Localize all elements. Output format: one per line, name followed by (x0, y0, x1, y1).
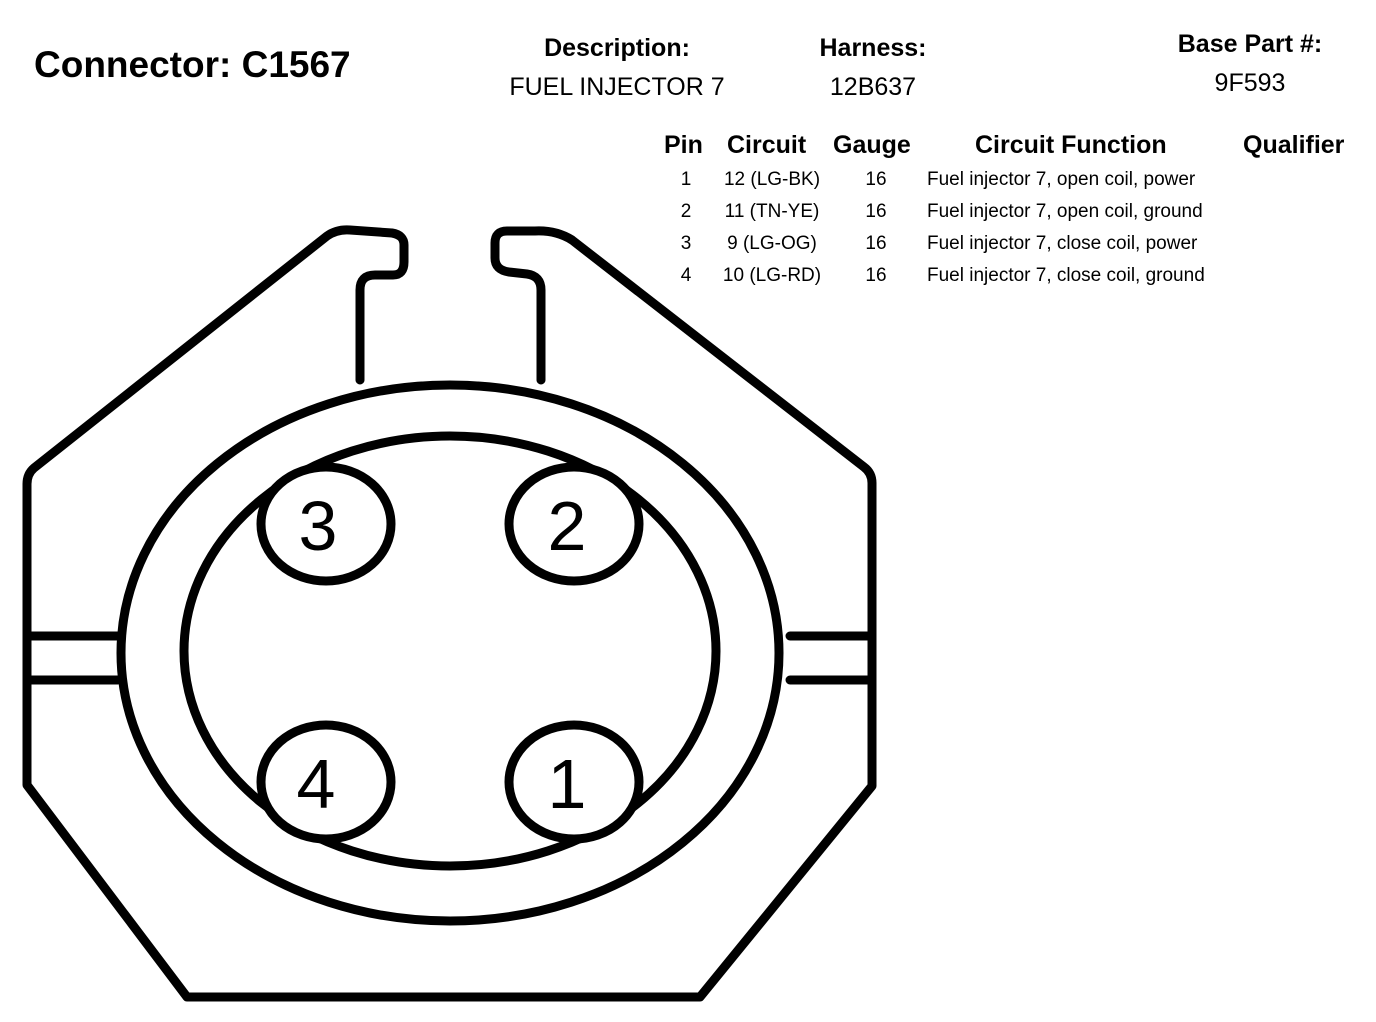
row-circuit: 10 (LG-RD) (722, 265, 822, 286)
left-latch (25, 631, 123, 685)
pin-cavity-3 (256, 462, 396, 586)
pin-label-4: 4 (297, 745, 336, 823)
header-circuit: Circuit (727, 131, 807, 159)
housing-outline (22, 225, 877, 1002)
row-gauge: 16 (865, 233, 887, 254)
pin-cavity-1 (504, 720, 644, 844)
connector-outer-ring (116, 380, 784, 926)
header-gauge: Gauge (833, 131, 911, 159)
harness-label: Harness: (819, 34, 927, 62)
pin-label-3: 3 (299, 487, 338, 565)
row-circuit: 12 (LG-BK) (723, 169, 821, 190)
row-function: Fuel injector 7, close coil, power (927, 233, 1198, 254)
row-gauge: 16 (865, 201, 887, 222)
row-pin: 3 (680, 233, 692, 254)
row-pin: 4 (680, 265, 692, 286)
base-part-label: Base Part #: (1177, 30, 1323, 58)
header-qualifier: Qualifier (1243, 131, 1345, 159)
header-pin: Pin (664, 131, 703, 159)
pin-label-2: 2 (548, 487, 587, 565)
row-function: Fuel injector 7, open coil, ground (927, 201, 1203, 222)
row-gauge: 16 (865, 169, 887, 190)
pin-cavity-2 (504, 462, 644, 586)
row-circuit: 9 (LG-OG) (727, 233, 817, 254)
row-function: Fuel injector 7, open coil, power (927, 169, 1196, 190)
harness-value: 12B637 (829, 73, 917, 101)
right-latch (785, 631, 873, 685)
pin-label-1: 1 (548, 745, 587, 823)
connector-inner-ring (179, 431, 721, 871)
row-pin: 1 (680, 169, 692, 190)
row-gauge: 16 (865, 265, 887, 286)
header-circuit-function: Circuit Function (975, 131, 1167, 159)
row-pin: 2 (680, 201, 692, 222)
pin-cavity-4 (256, 720, 396, 844)
row-circuit: 11 (TN-YE) (724, 201, 820, 222)
row-function: Fuel injector 7, close coil, ground (927, 265, 1205, 286)
description-value: FUEL INJECTOR 7 (509, 73, 725, 101)
description-label: Description: (544, 34, 690, 62)
base-part-value: 9F593 (1214, 69, 1286, 97)
connector-title: Connector: C1567 (34, 44, 351, 85)
